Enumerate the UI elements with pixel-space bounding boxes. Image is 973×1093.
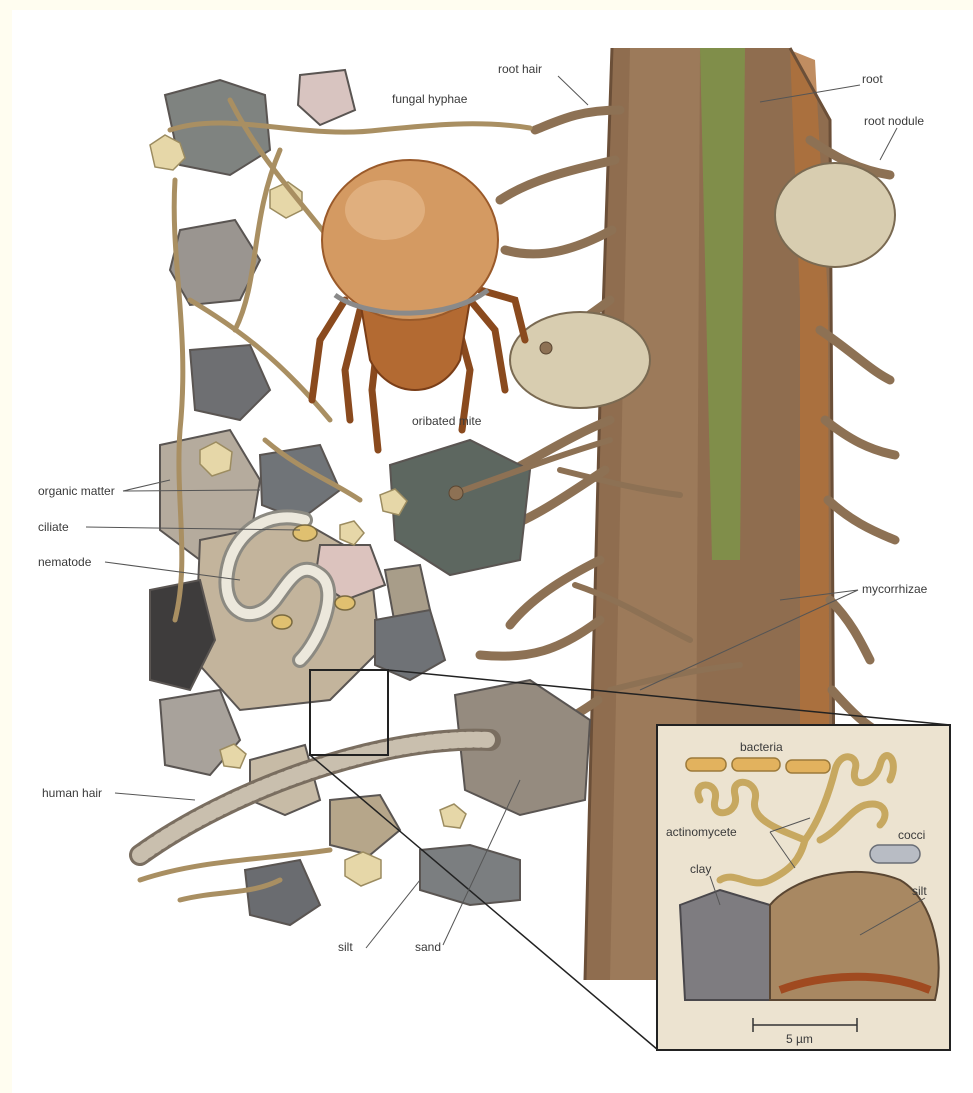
root-nodule-2 [510,312,650,408]
inset-label-silt: silt [912,884,927,898]
label-sand: sand [415,940,441,954]
label-nematode: nematode [38,555,91,569]
oribated-mite [312,160,525,450]
label-human-hair: human hair [42,786,102,800]
label-fungal-hyphae: fungal hyphae [392,92,467,106]
label-root-nodule: root nodule [864,114,924,128]
inset-scale-bar-label: 5 µm [786,1032,813,1046]
inset-label-cocci: cocci [898,828,925,842]
label-root: root [862,72,883,86]
label-organic-matter: organic matter [38,484,115,498]
inset-label-bacteria: bacteria [740,740,783,754]
label-ciliate: ciliate [38,520,69,534]
inset-label-actinomycete: actinomycete [666,825,737,839]
label-silt: silt [338,940,353,954]
label-root-hair: root hair [498,62,542,76]
inset-label-clay: clay [690,862,711,876]
root-nodule [775,163,895,267]
inset-panel [657,725,950,1050]
label-oribated-mite: oribated mite [412,414,481,428]
label-mycorrhizae: mycorrhizae [862,582,927,596]
